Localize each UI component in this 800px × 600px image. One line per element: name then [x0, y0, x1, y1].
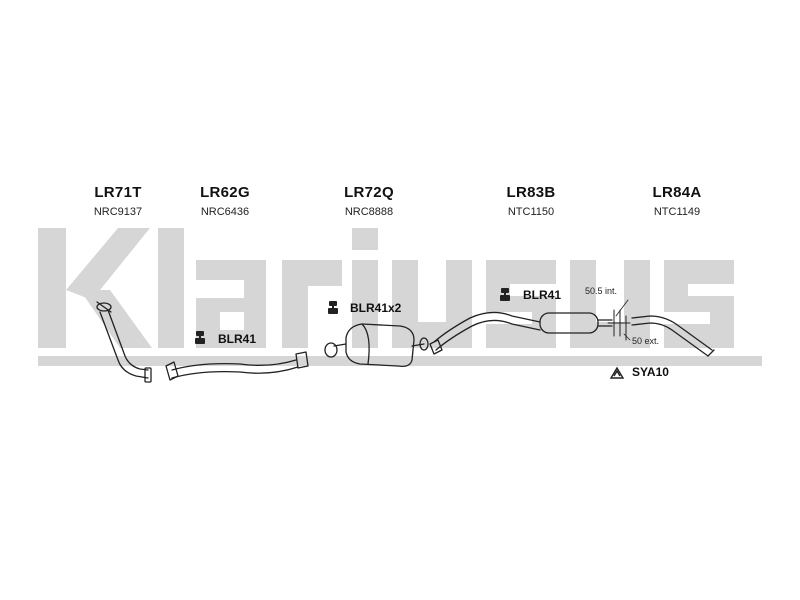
dimension-internal: 50.5 int.	[585, 286, 618, 296]
part-code-5: LR84A	[652, 184, 702, 201]
part-ref-5: NTC1149	[653, 206, 701, 218]
accessory-label-blr41x2: BLR41x2	[350, 301, 402, 315]
dimension-external: 50 ext.	[632, 336, 660, 346]
front-pipe-lr71t	[96, 301, 152, 383]
part-code-3: LR72Q	[344, 184, 394, 201]
part-code-1: LR71T	[94, 184, 142, 201]
rubber-mount-icon	[500, 288, 510, 301]
part-ref-2: NRC6436	[200, 206, 250, 218]
rear-silencer-lr83b	[429, 311, 613, 355]
intermediate-pipe-lr62g	[165, 351, 309, 381]
part-code-2: LR62G	[200, 184, 250, 201]
accessory-label-blr41-rear: BLR41	[523, 288, 562, 302]
rubber-mount-icon	[195, 331, 205, 344]
rubber-mount-icon	[328, 301, 338, 314]
watermark-underline	[38, 356, 762, 366]
clamp-icon	[609, 366, 625, 379]
part-ref-1: NRC9137	[93, 206, 143, 218]
part-ref-4: NTC1150	[507, 206, 555, 218]
dimension-marks	[607, 299, 631, 341]
middle-silencer-lr72q	[324, 323, 429, 368]
part-code-4: LR83B	[506, 184, 556, 201]
part-ref-3: NRC8888	[344, 206, 394, 218]
accessory-label-blr41-front: BLR41	[218, 332, 257, 346]
accessory-label-sya10: SYA10	[632, 365, 669, 379]
tailpipe-lr84a	[631, 315, 715, 357]
